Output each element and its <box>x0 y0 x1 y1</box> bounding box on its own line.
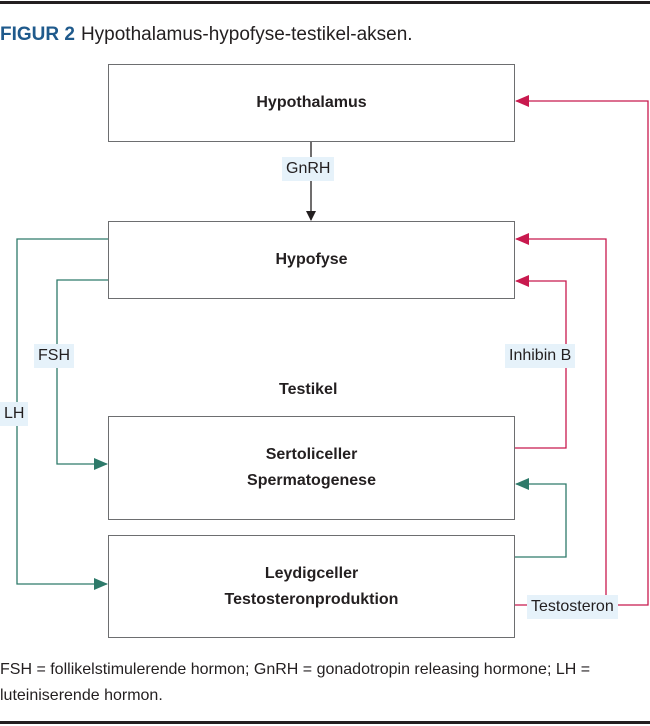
hypofyse-box: Hypofyse <box>108 221 515 299</box>
leydig-box: Leydigceller Testosteronproduktion <box>108 535 515 638</box>
testikel-heading: Testikel <box>279 381 338 398</box>
gnrh-label: GnRH <box>282 157 335 181</box>
leydig-to-sertoli-connector <box>515 478 567 558</box>
leydig-label-line2: Testosteronproduktion <box>224 590 399 608</box>
lh-connector <box>16 238 108 590</box>
fsh-connector <box>56 279 108 470</box>
sertoli-box: Sertoliceller Spermatogenese <box>108 416 515 520</box>
leydig-label-line1: Leydigceller <box>264 564 359 582</box>
testosteron-label: Testosteron <box>527 595 618 619</box>
sertoli-label-line2: Spermatogenese <box>247 472 376 489</box>
inhibin-label: Inhibin B <box>505 344 576 368</box>
testosteron-to-hypofyse-connector <box>515 233 607 605</box>
lh-label: LH <box>0 402 29 426</box>
figure-caption: Hypothalamus-hypofyse-testikel-aksen. <box>80 24 413 45</box>
bottom-rule <box>0 721 650 724</box>
hypofyse-label: Hypofyse <box>275 251 348 268</box>
hypothalamus-label: Hypothalamus <box>256 94 367 111</box>
hypothalamus-box: Hypothalamus <box>108 64 515 142</box>
sertoli-label-line1: Sertoliceller <box>265 446 358 463</box>
fsh-label: FSH <box>34 344 74 368</box>
figure-label: FIGUR 2 <box>0 24 75 45</box>
footnote: FSH = follikelstimulerende hormon; GnRH … <box>0 661 591 704</box>
top-rule <box>0 1 650 4</box>
